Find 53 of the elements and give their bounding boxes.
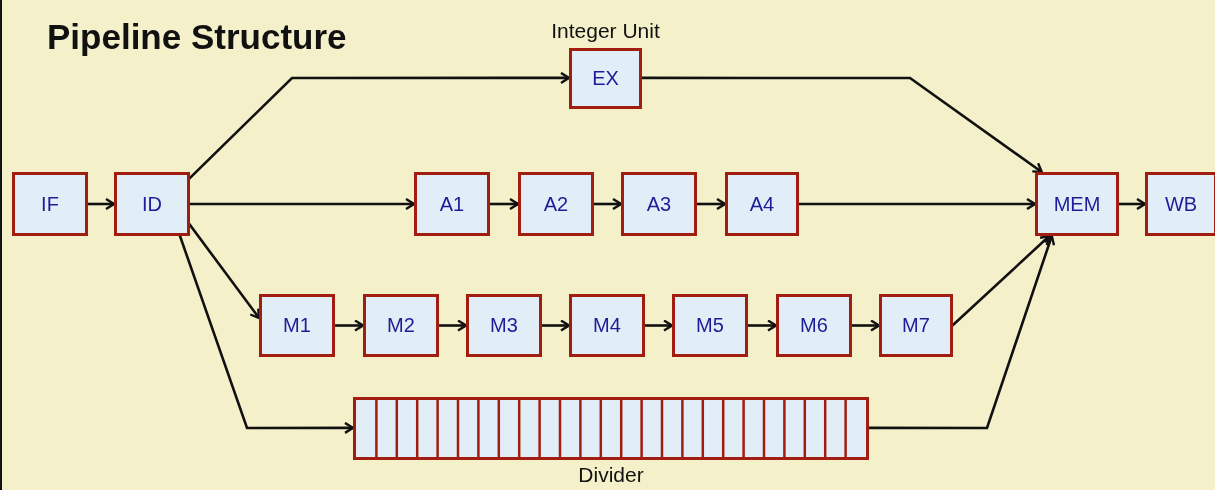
arrow — [594, 197, 623, 211]
stage-label: M6 — [800, 314, 828, 337]
stage-box — [569, 294, 645, 357]
stage-label: EX — [592, 67, 619, 90]
stage-label: A1 — [439, 192, 465, 216]
arrow — [188, 71, 571, 182]
arrow — [188, 221, 261, 320]
stage-box — [672, 294, 748, 357]
arrow — [697, 197, 727, 211]
arrow — [642, 76, 1043, 174]
stage-label: A2 — [543, 192, 569, 216]
stage-box — [879, 294, 953, 357]
stage-label: M4 — [593, 314, 621, 337]
arrow — [869, 234, 1056, 430]
stage-label: M3 — [490, 314, 518, 337]
arrow — [178, 234, 355, 435]
arrow — [852, 319, 881, 332]
unit-label: Divider — [578, 463, 644, 487]
stage-label: ID — [142, 192, 162, 216]
stage-label: M1 — [283, 314, 311, 337]
arrow — [748, 319, 778, 332]
stage-label: MEM — [1053, 192, 1101, 216]
unit-label: Integer Unit — [551, 19, 660, 43]
arrow — [951, 234, 1051, 328]
arrow — [335, 319, 365, 332]
stage-box — [259, 294, 335, 357]
stage-box — [363, 294, 439, 357]
arrow — [88, 197, 116, 211]
stage-label: IF — [41, 192, 59, 216]
stage-box — [12, 172, 88, 236]
arrow — [645, 319, 674, 332]
diagram-title: Pipeline Structure — [47, 17, 347, 57]
arrow — [490, 197, 520, 211]
stage-box — [1145, 172, 1215, 236]
arrow — [190, 197, 416, 211]
stage-label: A3 — [646, 192, 672, 216]
arrow — [439, 319, 468, 332]
stage-box — [114, 172, 190, 236]
stage-label: WB — [1164, 192, 1198, 216]
arrow — [542, 319, 571, 332]
stage-box — [1035, 172, 1119, 236]
stage-box — [466, 294, 542, 357]
stage-box — [725, 172, 799, 236]
stage-label: M5 — [696, 314, 724, 337]
arrow — [1119, 197, 1147, 211]
arrow — [799, 197, 1037, 211]
stage-box — [518, 172, 594, 236]
stage-box — [414, 172, 490, 236]
stage-label: M2 — [387, 314, 415, 337]
stage-box — [621, 172, 697, 236]
stage-box — [776, 294, 852, 357]
stage-label: M7 — [902, 314, 930, 337]
stage-label: A4 — [749, 192, 775, 216]
